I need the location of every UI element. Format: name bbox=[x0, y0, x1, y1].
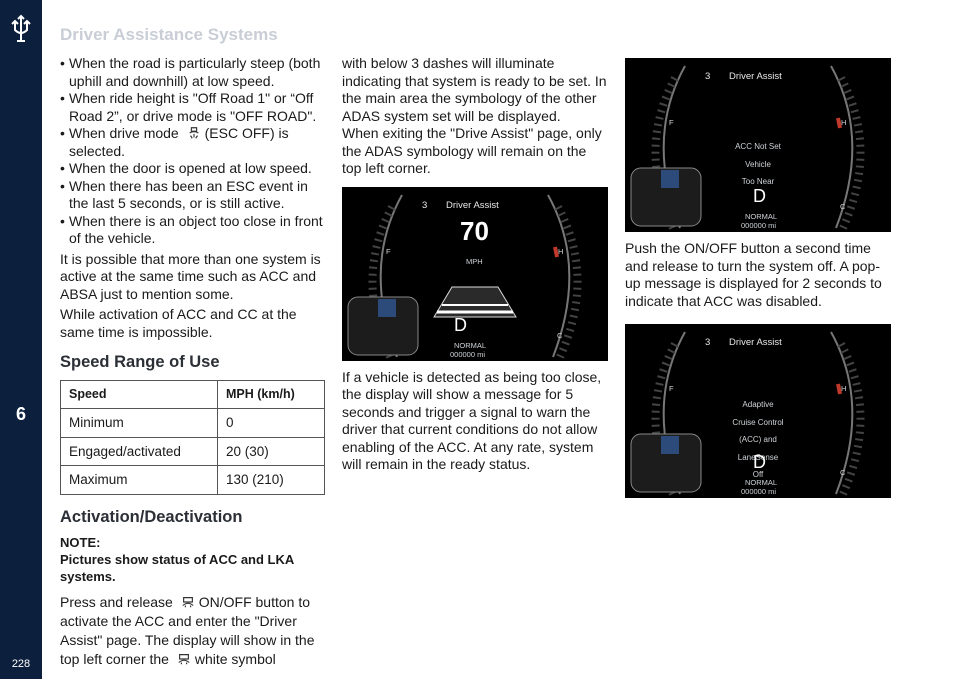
acc-icon bbox=[178, 654, 190, 665]
section-heading: Activation/Deactivation bbox=[60, 507, 243, 526]
list-item: When the road is particularly steep (bot… bbox=[60, 55, 326, 90]
odometer-unit: mi bbox=[768, 487, 777, 496]
odometer: 000000 mi bbox=[741, 483, 776, 498]
trident-logo-icon bbox=[11, 14, 31, 42]
odometer-value: 000000 bbox=[741, 221, 767, 230]
text-run: Press and release bbox=[60, 594, 173, 610]
cluster-screenshot-1: Driver Assist 3 70 MPH D NORMAL 000000 m… bbox=[342, 186, 608, 361]
table-header: MPH (km/h) bbox=[217, 379, 325, 409]
gear-indicator: D bbox=[753, 186, 766, 206]
fuel-label: F bbox=[669, 118, 674, 127]
cluster-screenshot-2: Driver Assist 3 ACC Not Set Vehicle Too … bbox=[625, 58, 891, 232]
paragraph: with below 3 dashes will illuminate indi… bbox=[342, 55, 607, 124]
gap-setting: 3 bbox=[705, 71, 711, 82]
column-2: with below 3 dashes will illuminate indi… bbox=[342, 55, 608, 474]
condition-list: When the road is particularly steep (bot… bbox=[60, 55, 326, 248]
cluster-graphic bbox=[630, 331, 865, 496]
drive-mode: NORMAL bbox=[745, 212, 778, 221]
screen-title: Driver Assist bbox=[729, 337, 782, 348]
paragraph: Push the ON/OFF button a second time and… bbox=[625, 240, 882, 309]
screen-title: Driver Assist bbox=[446, 199, 499, 211]
odometer-unit: mi bbox=[477, 349, 486, 359]
list-item-suffix: (ESC OFF) is selected. bbox=[69, 125, 289, 159]
temp-hot-label: H bbox=[841, 118, 847, 127]
gap-setting: 3 bbox=[422, 199, 428, 211]
paragraph: When exiting the "Drive Assist" page, on… bbox=[342, 125, 602, 176]
text-run: ON/OFF button to activate the ACC and en… bbox=[60, 594, 315, 667]
speed-readout: 70 bbox=[460, 215, 489, 246]
list-item-text: When drive mode bbox=[69, 125, 179, 141]
chapter-number: 6 bbox=[15, 404, 26, 424]
drive-mode: NORMAL bbox=[454, 340, 487, 350]
page-title: Driver Assistance Systems bbox=[60, 25, 278, 44]
fuel-label: F bbox=[386, 246, 391, 256]
speed-range-table: Speed MPH (km/h) Minimum 0 Engaged/activ… bbox=[60, 379, 325, 495]
paragraph: If a vehicle is detected as being too cl… bbox=[342, 368, 602, 473]
table-cell: Engaged/activated bbox=[60, 436, 218, 466]
table-row: Maximum 130 (210) bbox=[60, 465, 325, 495]
popup-message: Adaptive Cruise Control (ACC) and LaneSe… bbox=[732, 400, 784, 479]
text-run: white symbol bbox=[194, 651, 276, 667]
table-cell: 0 bbox=[217, 408, 325, 438]
temp-cold-label: C bbox=[557, 330, 563, 340]
odometer: 000000 mi bbox=[741, 217, 776, 232]
temp-hot-label: H bbox=[558, 246, 564, 256]
paragraph: While activation of ACC and CC at the sa… bbox=[60, 306, 297, 340]
section-heading: Speed Range of Use bbox=[60, 353, 220, 371]
screen-title: Driver Assist bbox=[729, 71, 782, 82]
gap-setting: 3 bbox=[705, 337, 711, 348]
column-1: When the road is particularly steep (bot… bbox=[60, 55, 326, 669]
paragraph: It is possible that more than one system… bbox=[60, 250, 321, 302]
table-row: Minimum 0 bbox=[60, 408, 325, 438]
esc-off-icon bbox=[188, 127, 199, 139]
temp-cold-label: C bbox=[840, 468, 846, 477]
table-cell: 20 (30) bbox=[217, 436, 325, 466]
drive-mode: NORMAL bbox=[745, 478, 778, 487]
popup-message: ACC Not Set Vehicle Too Near bbox=[735, 142, 781, 186]
page-number: 228 bbox=[11, 658, 31, 670]
odometer: 000000 mi bbox=[450, 346, 485, 361]
table-cell: 130 (210) bbox=[217, 465, 325, 495]
gear-indicator: D bbox=[454, 314, 467, 335]
paragraph: Press and release ON/OFF button to activ… bbox=[60, 593, 326, 669]
list-item: When there has been an ESC event in the … bbox=[60, 178, 326, 213]
list-item: When drive mode (ESC OFF) is selected. bbox=[60, 125, 326, 160]
sidebar: 6 228 bbox=[0, 0, 42, 679]
table-header: Speed bbox=[60, 379, 218, 409]
speed-unit: MPH bbox=[466, 256, 483, 266]
list-item: When the door is opened at low speed. bbox=[60, 160, 326, 178]
odometer-value: 000000 bbox=[741, 487, 767, 496]
table-row: Engaged/activated 20 (30) bbox=[60, 436, 325, 466]
list-item: When ride height is "Off Road 1" or “Off… bbox=[60, 90, 326, 125]
list-item: When there is an object too close in fro… bbox=[60, 213, 326, 248]
cluster-graphic bbox=[630, 65, 865, 230]
acc-icon bbox=[182, 597, 194, 608]
table-header-row: Speed MPH (km/h) bbox=[60, 379, 325, 409]
gear-indicator: D bbox=[753, 452, 766, 472]
table-cell: Maximum bbox=[60, 465, 218, 495]
temp-cold-label: C bbox=[840, 202, 846, 211]
note: NOTE: Pictures show status of ACC and LK… bbox=[60, 535, 294, 584]
odometer-unit: mi bbox=[768, 221, 777, 230]
column-3: Driver Assist 3 ACC Not Set Vehicle Too … bbox=[625, 58, 891, 498]
odometer-value: 000000 bbox=[450, 349, 476, 359]
cluster-graphic bbox=[347, 194, 582, 359]
cluster-screenshot-3: Driver Assist 3 Adaptive Cruise Control … bbox=[625, 324, 891, 498]
fuel-label: F bbox=[669, 384, 674, 393]
temp-hot-label: H bbox=[841, 384, 847, 393]
table-cell: Minimum bbox=[60, 408, 218, 438]
